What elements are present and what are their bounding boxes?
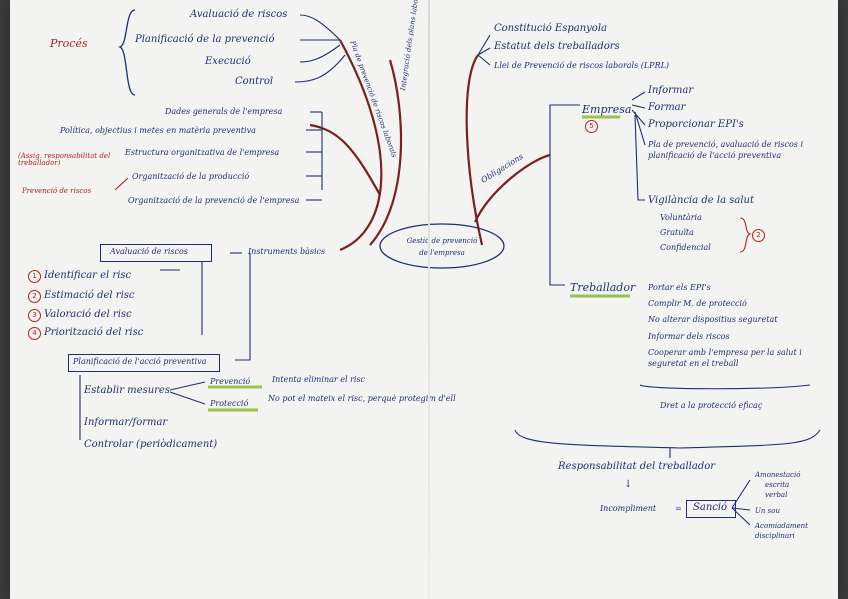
planificacio-box — [68, 354, 220, 372]
proces-item: Execució — [205, 56, 251, 67]
center-node — [379, 223, 505, 269]
branch-obligacions — [474, 153, 551, 223]
step-number: 1 — [28, 270, 41, 283]
proces-bracket — [117, 9, 136, 96]
avaluacio-title: Avaluació de riscos — [110, 247, 188, 256]
proces-item: Avaluació de riscos — [190, 9, 288, 20]
treballador-item: Complir M. de protecció — [648, 299, 747, 308]
salut-number: 2 — [752, 229, 765, 242]
treballador-item: Informar dels riscos — [648, 332, 730, 341]
avaluacio-step: Estimació del risc — [44, 290, 135, 301]
proces-item: Planificació de la prevenció — [135, 34, 275, 45]
sancio-item: Amonestació — [755, 471, 801, 479]
incompliment-label: Incompliment — [600, 504, 657, 513]
main-branches — [309, 39, 551, 252]
equals-icon: = — [675, 504, 682, 513]
red-note: (Assig. responsabilitat del treballador) — [18, 152, 111, 167]
sancio-label: Sanció — [693, 502, 728, 513]
thin-branches — [79, 14, 821, 526]
step-number: 4 — [28, 327, 41, 340]
proteccio-desc: No pot el mateix el risc, perquè protegi… — [268, 394, 456, 403]
branch-pla-prevencio — [339, 39, 383, 252]
arrow-down-icon: ↓ — [624, 479, 633, 490]
notebook-page: Procés Avaluació de riscos Planificació … — [10, 0, 838, 599]
law-item: Estatut dels treballadors — [494, 41, 620, 52]
sancio-item: Acomiadament disciplinari — [755, 522, 808, 540]
step-number: 3 — [28, 309, 41, 322]
planificacio-item: Controlar (periòdicament) — [84, 439, 218, 450]
mindmap-connectors — [79, 9, 821, 526]
highlight-underlines — [208, 115, 630, 412]
salut-item: Gratuïta — [660, 228, 694, 237]
planificacio-title: Planificació de l'acció preventiva — [73, 357, 207, 366]
avaluacio-step: Identificar el risc — [44, 270, 132, 281]
instruments-label: Instruments bàsics — [248, 247, 326, 256]
red-note: Prevenció de riscos — [22, 187, 92, 195]
branch-pla-items — [309, 123, 381, 196]
red-bracket — [114, 177, 752, 253]
prevencio-desc: Intenta eliminar el risc — [272, 375, 366, 384]
treballador-label: Treballador — [570, 281, 636, 294]
salut-item: Confidencial — [660, 243, 711, 252]
empresa-item: Vigilància de la salut — [648, 195, 754, 206]
law-item: Llei de Prevenció de riscos laborals (LP… — [494, 61, 670, 70]
sancio-item: verbal — [765, 491, 788, 499]
sancio-item: escrita — [765, 481, 790, 489]
planificacio-item: Informar/formar — [84, 417, 168, 428]
dret-label: Dret a la protecció eficaç — [660, 401, 763, 410]
empresa-item: Informar — [648, 85, 694, 96]
treballador-item: No alterar dispositius seguretat — [648, 315, 778, 324]
empresa-item: Pla de prevenció, avaluació de riscos i … — [648, 140, 804, 160]
empresa-number: 5 — [585, 120, 598, 133]
empresa-item: Formar — [648, 102, 686, 113]
proteccio-label: Protecció — [210, 399, 249, 408]
pla-item: Organització de la prevenció de l'empres… — [128, 196, 300, 205]
proces-label: Procés — [50, 37, 88, 50]
pla-item: Organització de la producció — [132, 172, 250, 181]
prevencio-label: Prevenció — [210, 377, 251, 386]
sancio-item: Un sou — [755, 507, 780, 515]
planificacio-item: Establir mesures — [84, 385, 170, 396]
avaluacio-box — [100, 244, 212, 262]
branch-integracio — [369, 59, 403, 246]
avaluacio-step: Priorització del risc — [44, 327, 144, 338]
treballador-item: Cooperar amb l'empresa per la salut i se… — [648, 348, 802, 368]
sancio-box — [686, 500, 736, 518]
proces-item: Control — [235, 76, 274, 87]
empresa-item: Proporcionar EPI's — [648, 119, 744, 130]
empresa-label: Empresa — [582, 103, 632, 116]
responsabilitat-label: Responsabilitat del treballador — [558, 461, 716, 472]
pla-item: Estructura organitzativa de l'empresa — [125, 148, 280, 157]
pla-item: Política, objectius i metes en matèria p… — [60, 126, 256, 135]
treballador-item: Portar els EPI's — [648, 283, 711, 292]
center-subtitle: de l'empresa — [419, 249, 465, 257]
salut-item: Voluntària — [660, 213, 702, 222]
step-number: 2 — [28, 290, 41, 303]
center-title: Gestió de prevenció — [406, 237, 478, 245]
pla-item: Dades generals de l'empresa — [165, 107, 283, 116]
avaluacio-step: Valoració del risc — [44, 309, 132, 320]
law-item: Constitució Espanyola — [494, 23, 607, 34]
